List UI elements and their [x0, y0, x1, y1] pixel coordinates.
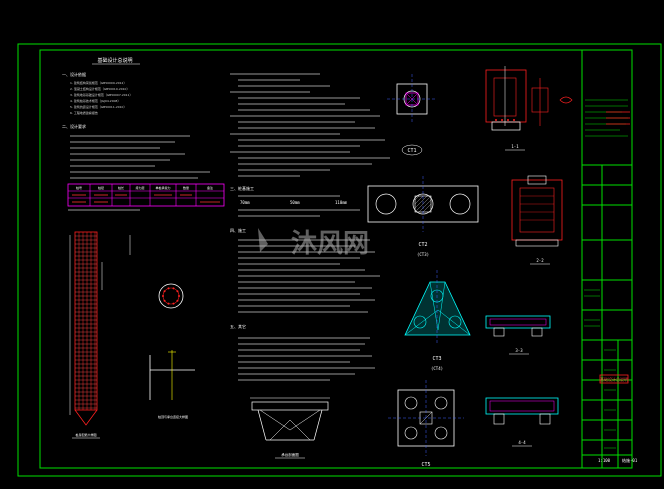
thk-110: 110mm — [335, 200, 348, 205]
thk-50: 50mm — [290, 200, 300, 205]
table-header-4: 单桩承载力 — [155, 185, 170, 190]
basis-item-4: 4. 建筑桩基技术规范（JGJ94-2008） — [70, 98, 120, 103]
watermark: 沐风网 — [258, 228, 369, 259]
notes-left: 基础设计总说明 一、设计依据 1. 建筑结构荷载规范（GB50009-2012）… — [62, 57, 225, 211]
cap-elevation: 承台剖面图 — [250, 397, 330, 459]
section-1-1: 1-1 — [485, 66, 573, 151]
table-header-5: 数量 — [183, 185, 189, 190]
heading-design-req: 二、设计要求 — [62, 123, 86, 129]
pile-detail-label: 桩身配筋大样图 — [75, 432, 96, 437]
section-2-2-label: 2-2 — [536, 258, 544, 263]
table-header-6: 备注 — [207, 185, 213, 190]
ct5-label: CT5 — [421, 462, 430, 468]
section-2-2: 2-2 — [511, 175, 563, 265]
section-4-4-label: 4-4 — [518, 440, 526, 445]
section-4-4: 4-4 — [485, 397, 559, 447]
basis-item-6: 6. 工程地质勘察报告 — [70, 110, 98, 115]
heading-pile-construction: 三、桩基施工 — [230, 185, 254, 191]
ct5-plan: CT5 — [388, 380, 464, 468]
ct3-plan: CT3 (CT4) — [404, 270, 471, 371]
heading-construction: 四、施工 — [230, 227, 246, 233]
section-3-3: 3-3 — [485, 315, 551, 355]
ct2-plan: CT2 (CT3) — [367, 176, 479, 257]
ct2-sub-label: (CT3) — [417, 252, 429, 257]
rebar-dot — [178, 295, 180, 297]
rebar-dot — [167, 302, 170, 305]
table-header-3: 持力层 — [135, 185, 144, 190]
cap-elevation-label: 承台剖面图 — [281, 452, 299, 457]
title-block-sheet-label: 基础设计总说明 — [600, 376, 628, 382]
title-block: 基础设计总说明 1:100 结施-01 — [581, 50, 638, 468]
pile-section-circle — [158, 283, 184, 309]
ct1-plan: CT1 — [387, 74, 437, 156]
basis-item-5: 5. 建筑抗震设计规范（GB50011-2010） — [70, 104, 126, 109]
rebar-dot — [167, 287, 170, 290]
pile-detail: 桩身配筋大样图 桩顶与承台连接大样图 — [69, 231, 195, 439]
table-header-0: 桩号 — [76, 185, 82, 190]
drawing-border — [39, 49, 633, 469]
outer-frame — [17, 43, 662, 477]
basis-item-1: 1. 建筑结构荷载规范（GB50009-2012） — [70, 80, 126, 85]
ct3-sub-label: (CT4) — [431, 366, 443, 371]
title-block-scale: 1:100 — [598, 458, 611, 463]
rebar-dot — [163, 290, 166, 293]
heading-design-basis: 一、设计依据 — [62, 71, 86, 77]
drawing-title: 基础设计总说明 — [97, 57, 132, 64]
title-block-drawing-no: 结施-01 — [622, 457, 638, 463]
rebar-dot — [176, 290, 179, 293]
rebar-dot — [163, 299, 166, 302]
ct3-label: CT3 — [432, 356, 441, 362]
notes-right: 三、桩基施工 70mm 50mm 110mm 四、施工 五、其它 — [230, 73, 390, 381]
pile-head-label: 桩顶与承台连接大样图 — [158, 414, 188, 419]
section-3-3-label: 3-3 — [515, 348, 523, 353]
basis-item-3: 3. 建筑地基基础设计规范（GB50007-2011） — [70, 92, 132, 97]
ct2-label: CT2 — [418, 242, 427, 248]
table-header-1: 桩径 — [98, 185, 104, 190]
pile-table: 桩号 桩径 桩长 持力层 单桩承载力 数量 备注 — [67, 183, 225, 211]
rebar-dot — [172, 287, 175, 290]
watermark-text: 沐风网 — [291, 229, 369, 259]
table-header-2: 桩长 — [118, 185, 124, 190]
rebar-dot — [176, 299, 179, 302]
rebar-dot — [162, 295, 164, 297]
heading-others: 五、其它 — [230, 323, 246, 329]
thk-70: 70mm — [240, 200, 250, 205]
rebar-dot — [172, 302, 175, 305]
section-1-1-label: 1-1 — [511, 144, 519, 149]
basis-item-2: 2. 混凝土结构设计规范（GB50010-2010） — [70, 86, 129, 91]
ct1-label: CT1 — [407, 148, 416, 154]
